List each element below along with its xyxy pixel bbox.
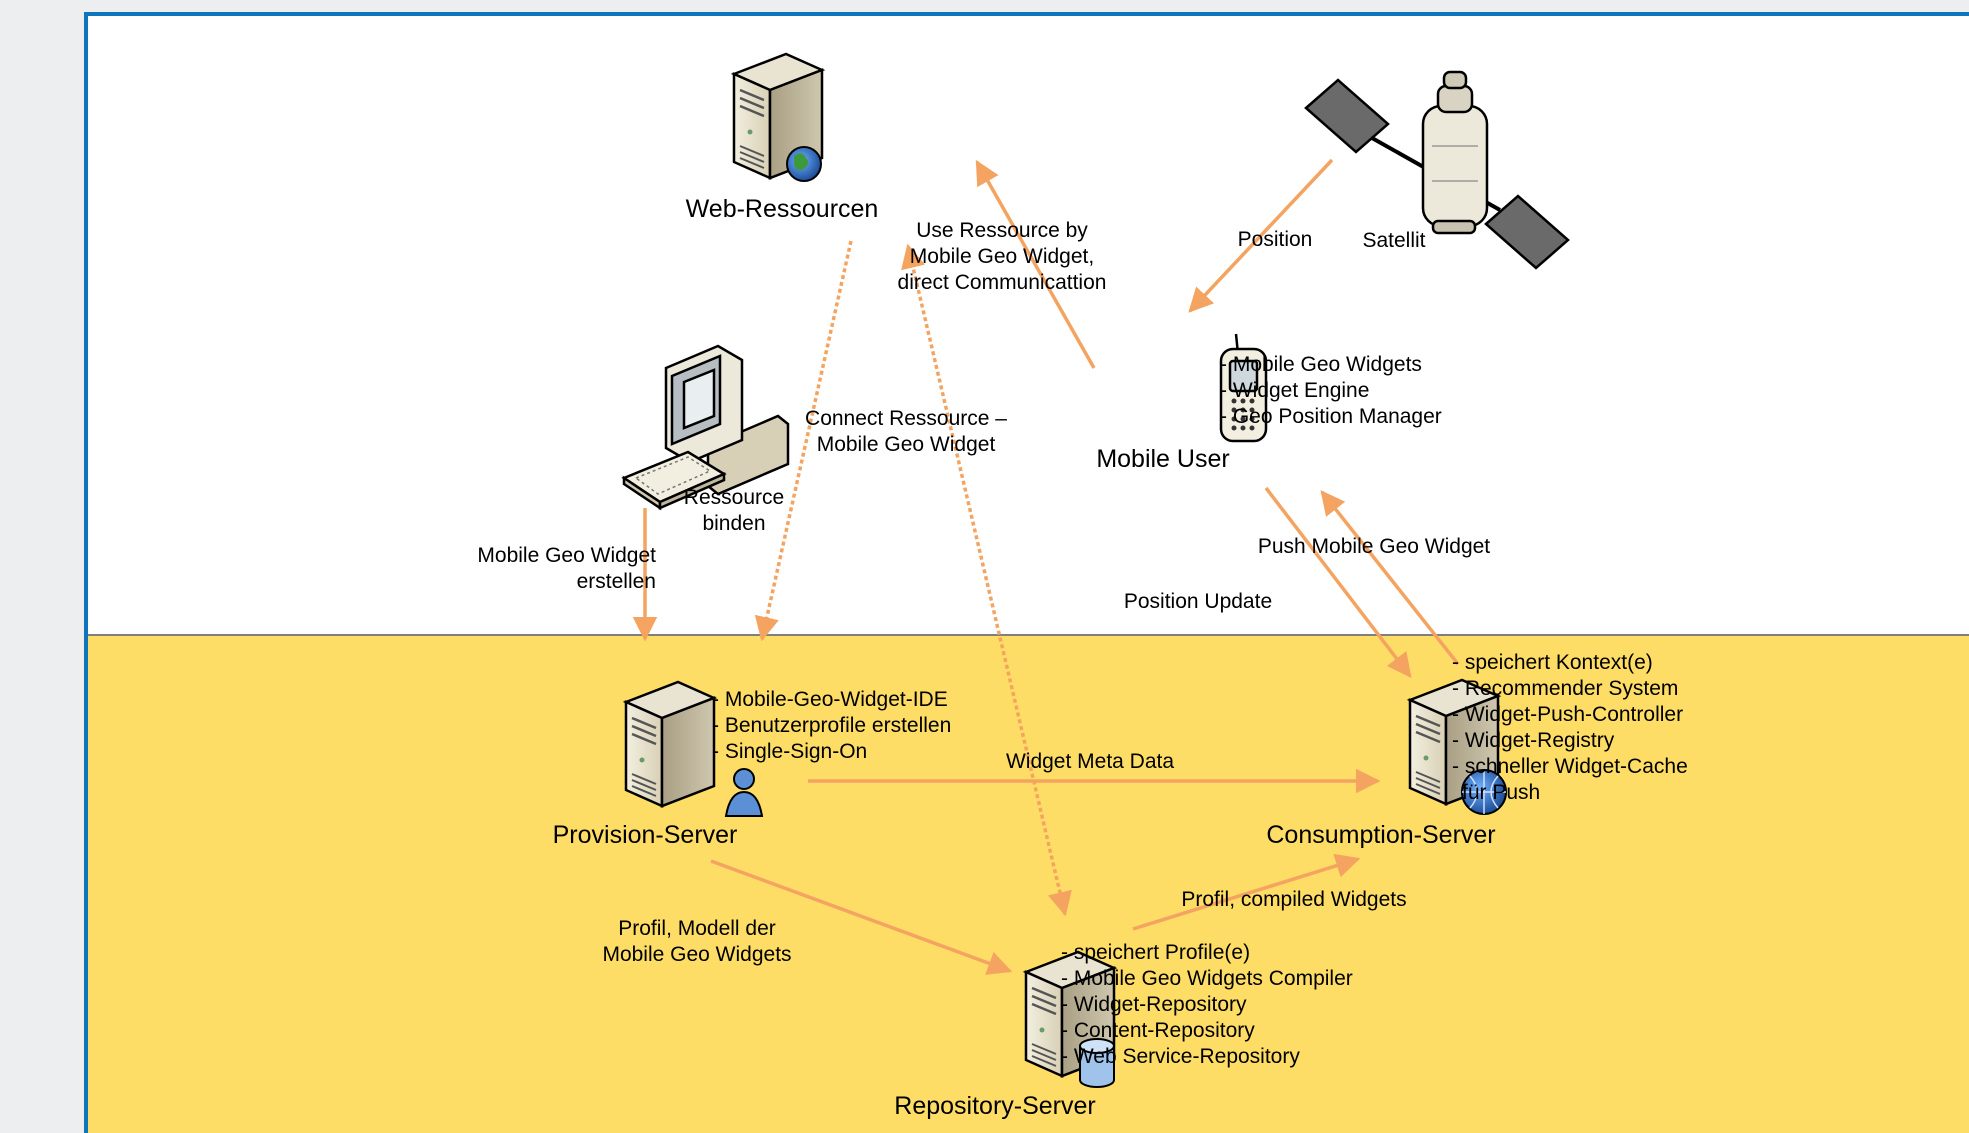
- list-item: - schneller Widget-Cache: [1452, 755, 1688, 778]
- edge-connect-ressource: [901, 243, 1072, 917]
- list-item: - speichert Kontext(e): [1452, 651, 1653, 674]
- server-database-icon: [1024, 950, 1116, 1088]
- edge-label-widget-meta-data: Widget Meta Data: [1005, 750, 1175, 773]
- web-server-globe-icon: [732, 52, 824, 182]
- edge-position: [1188, 158, 1334, 313]
- edge-label-position-update: Position Update: [1123, 590, 1273, 613]
- node-label-provision-server: Provision-Server: [552, 821, 738, 849]
- server-globe-icon: [1408, 678, 1507, 815]
- workstation-computer-icon: [621, 344, 790, 511]
- list-item: - Mobile Geo Widgets: [1220, 353, 1422, 376]
- edge-label-push-widget: Push Mobile Geo Widget: [1257, 535, 1491, 558]
- diagram-canvas: [621, 52, 1570, 1088]
- edge-label-connect-ressource: Connect Ressource –Mobile Geo Widget: [805, 407, 1007, 456]
- list-item: - Recommender System: [1452, 677, 1679, 700]
- edge-push-widget: [1320, 490, 1460, 666]
- edge-label-profil-compiled: Profil, compiled Widgets: [1181, 888, 1407, 911]
- mobile-phone-icon: [1219, 333, 1268, 443]
- diagram-frame: Web-Ressourcen Satellit Mobile User Prov…: [84, 12, 1969, 1133]
- list-item: - Widget-Registry: [1452, 729, 1615, 752]
- list-item: - speichert Profile(e): [1061, 941, 1251, 964]
- repository-server-features: - speichert Profile(e) - Mobile Geo Widg…: [1061, 940, 1353, 1070]
- list-item: - Geo Position Manager: [1220, 405, 1442, 428]
- node-label-web-ressourcen: Web-Ressourcen: [685, 195, 879, 223]
- edge-position-update: [1264, 486, 1412, 678]
- provision-server-features: - Mobile-Geo-Widget-IDE - Benutzerprofil…: [712, 687, 951, 765]
- node-label-consumption-server: Consumption-Server: [1266, 821, 1496, 849]
- consumption-server-features: - speichert Kontext(e) - Recommender Sys…: [1452, 650, 1688, 806]
- list-item: - Benutzerprofile erstellen: [712, 714, 952, 737]
- list-item: - Widget-Push-Controller: [1452, 703, 1684, 726]
- list-item: für Push: [1462, 781, 1541, 804]
- list-item: - Mobile-Geo-Widget-IDE: [712, 688, 948, 711]
- list-item: - Mobile Geo Widgets Compiler: [1061, 967, 1353, 990]
- satellite-icon: [1304, 70, 1570, 270]
- list-item: - Widget Engine: [1220, 379, 1370, 402]
- list-item: - Content-Repository: [1061, 1019, 1255, 1042]
- edge-label-position: Position: [1237, 228, 1313, 251]
- mobile-user-features: - Mobile Geo Widgets - Widget Engine - G…: [1220, 352, 1442, 430]
- node-label-mobile-user: Mobile User: [1096, 445, 1230, 473]
- edge-profil-modell: [710, 859, 1013, 975]
- list-item: - Widget-Repository: [1061, 993, 1247, 1016]
- list-item: - Web Service-Repository: [1061, 1045, 1300, 1068]
- node-label-repository-server: Repository-Server: [894, 1092, 1096, 1120]
- node-label-satellit: Satellit: [1362, 229, 1426, 252]
- edge-ressource-binden: [754, 240, 853, 642]
- list-item: - Single-Sign-On: [712, 740, 868, 763]
- server-user-icon: [624, 680, 764, 817]
- edge-profil-compiled: [1132, 853, 1361, 931]
